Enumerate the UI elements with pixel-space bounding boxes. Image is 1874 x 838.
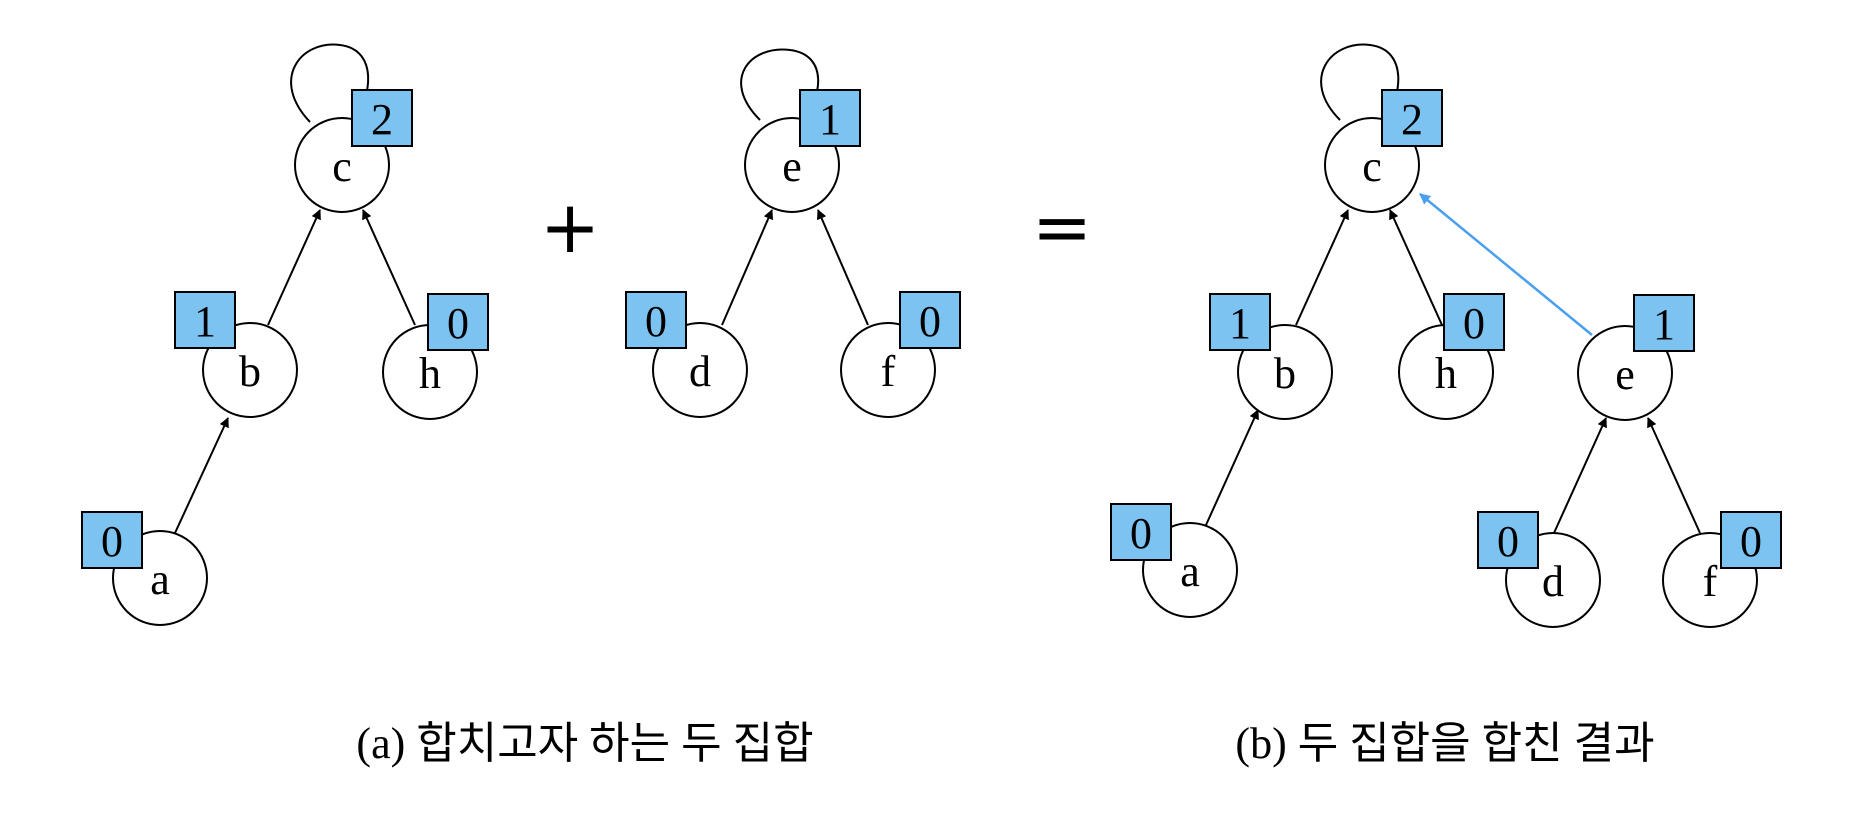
node-a: a 0 [1110, 503, 1238, 618]
node-label: e [1615, 350, 1635, 399]
edge-d-to-e [1553, 417, 1607, 534]
rank-box [1209, 293, 1271, 351]
node-f: f 0 [1662, 511, 1782, 628]
edge-f-to-e [1647, 417, 1701, 534]
node-b: b 1 [1209, 293, 1333, 420]
rank-value: 0 [101, 517, 123, 566]
node-label: h [419, 349, 441, 398]
caption-a: (a) 합치고자 하는 두 집합 [356, 719, 813, 768]
plus-operator: + [540, 185, 600, 269]
node-f: f 0 [840, 291, 961, 418]
node-label: a [1180, 547, 1200, 596]
node-d: d 0 [1477, 511, 1601, 628]
rank-box [174, 291, 236, 349]
node-c: c 2 [294, 89, 413, 213]
node-c: c 2 [1324, 89, 1443, 213]
rank-value: 0 [1130, 509, 1152, 558]
rank-value: 2 [371, 95, 393, 144]
rank-value: 1 [1653, 300, 1675, 349]
rank-box [351, 89, 413, 147]
edge-b-to-c [267, 209, 321, 326]
node-h: h 0 [382, 293, 489, 420]
node-label: c [1362, 142, 1382, 191]
rank-box [1381, 89, 1443, 147]
edge-h-to-c [1389, 209, 1443, 326]
node-label: d [1542, 557, 1564, 606]
rank-value: 0 [447, 299, 469, 348]
node-label: f [1703, 557, 1718, 606]
rank-value: 0 [1463, 299, 1485, 348]
node-e: e 1 [1577, 294, 1695, 421]
node-label: h [1435, 349, 1457, 398]
rank-box [1720, 511, 1782, 569]
edge-h-to-c [362, 209, 416, 326]
node-label: f [881, 347, 896, 396]
edge-a-to-b [174, 417, 229, 534]
edge-d-to-e [721, 209, 773, 326]
rank-box [427, 293, 489, 351]
rank-box [799, 89, 861, 147]
rank-value: 1 [194, 297, 216, 346]
edge-a-to-b [1205, 409, 1259, 526]
rank-box [1633, 294, 1695, 352]
rank-value: 1 [819, 95, 841, 144]
node-d: d 0 [625, 291, 748, 418]
rank-value: 0 [919, 297, 941, 346]
rank-value: 0 [645, 297, 667, 346]
node-e: e 1 [744, 89, 861, 213]
edge-f-to-e [817, 209, 869, 326]
rank-box [81, 511, 143, 569]
node-label: c [332, 142, 352, 191]
node-b: b 1 [174, 291, 298, 418]
caption-b: (b) 두 집합을 합친 결과 [1235, 719, 1654, 768]
node-a: a 0 [81, 511, 208, 626]
rank-value: 0 [1740, 517, 1762, 566]
edge-b-to-c [1295, 209, 1349, 326]
panel-a-tree-2: e 1 d 0 f 0 [625, 48, 961, 418]
rank-box [1443, 293, 1505, 351]
rank-box [1477, 511, 1539, 569]
rank-box [625, 291, 687, 349]
node-label: e [782, 142, 802, 191]
node-h: h 0 [1398, 293, 1505, 420]
rank-box [1110, 503, 1172, 561]
panel-a-tree-1: c 2 b 1 h 0 a 0 [81, 43, 489, 626]
node-label: b [239, 347, 261, 396]
node-label: d [689, 347, 711, 396]
panel-b-merged-tree: c 2 b 1 h 0 e 1 a 0 [1110, 43, 1782, 628]
rank-value: 2 [1401, 95, 1423, 144]
rank-box [899, 291, 961, 349]
equals-operator: = [1032, 185, 1092, 269]
rank-value: 0 [1497, 517, 1519, 566]
union-edge-e-to-c [1419, 193, 1593, 336]
node-label: a [150, 555, 170, 604]
node-label: b [1274, 349, 1296, 398]
rank-value: 1 [1229, 299, 1251, 348]
